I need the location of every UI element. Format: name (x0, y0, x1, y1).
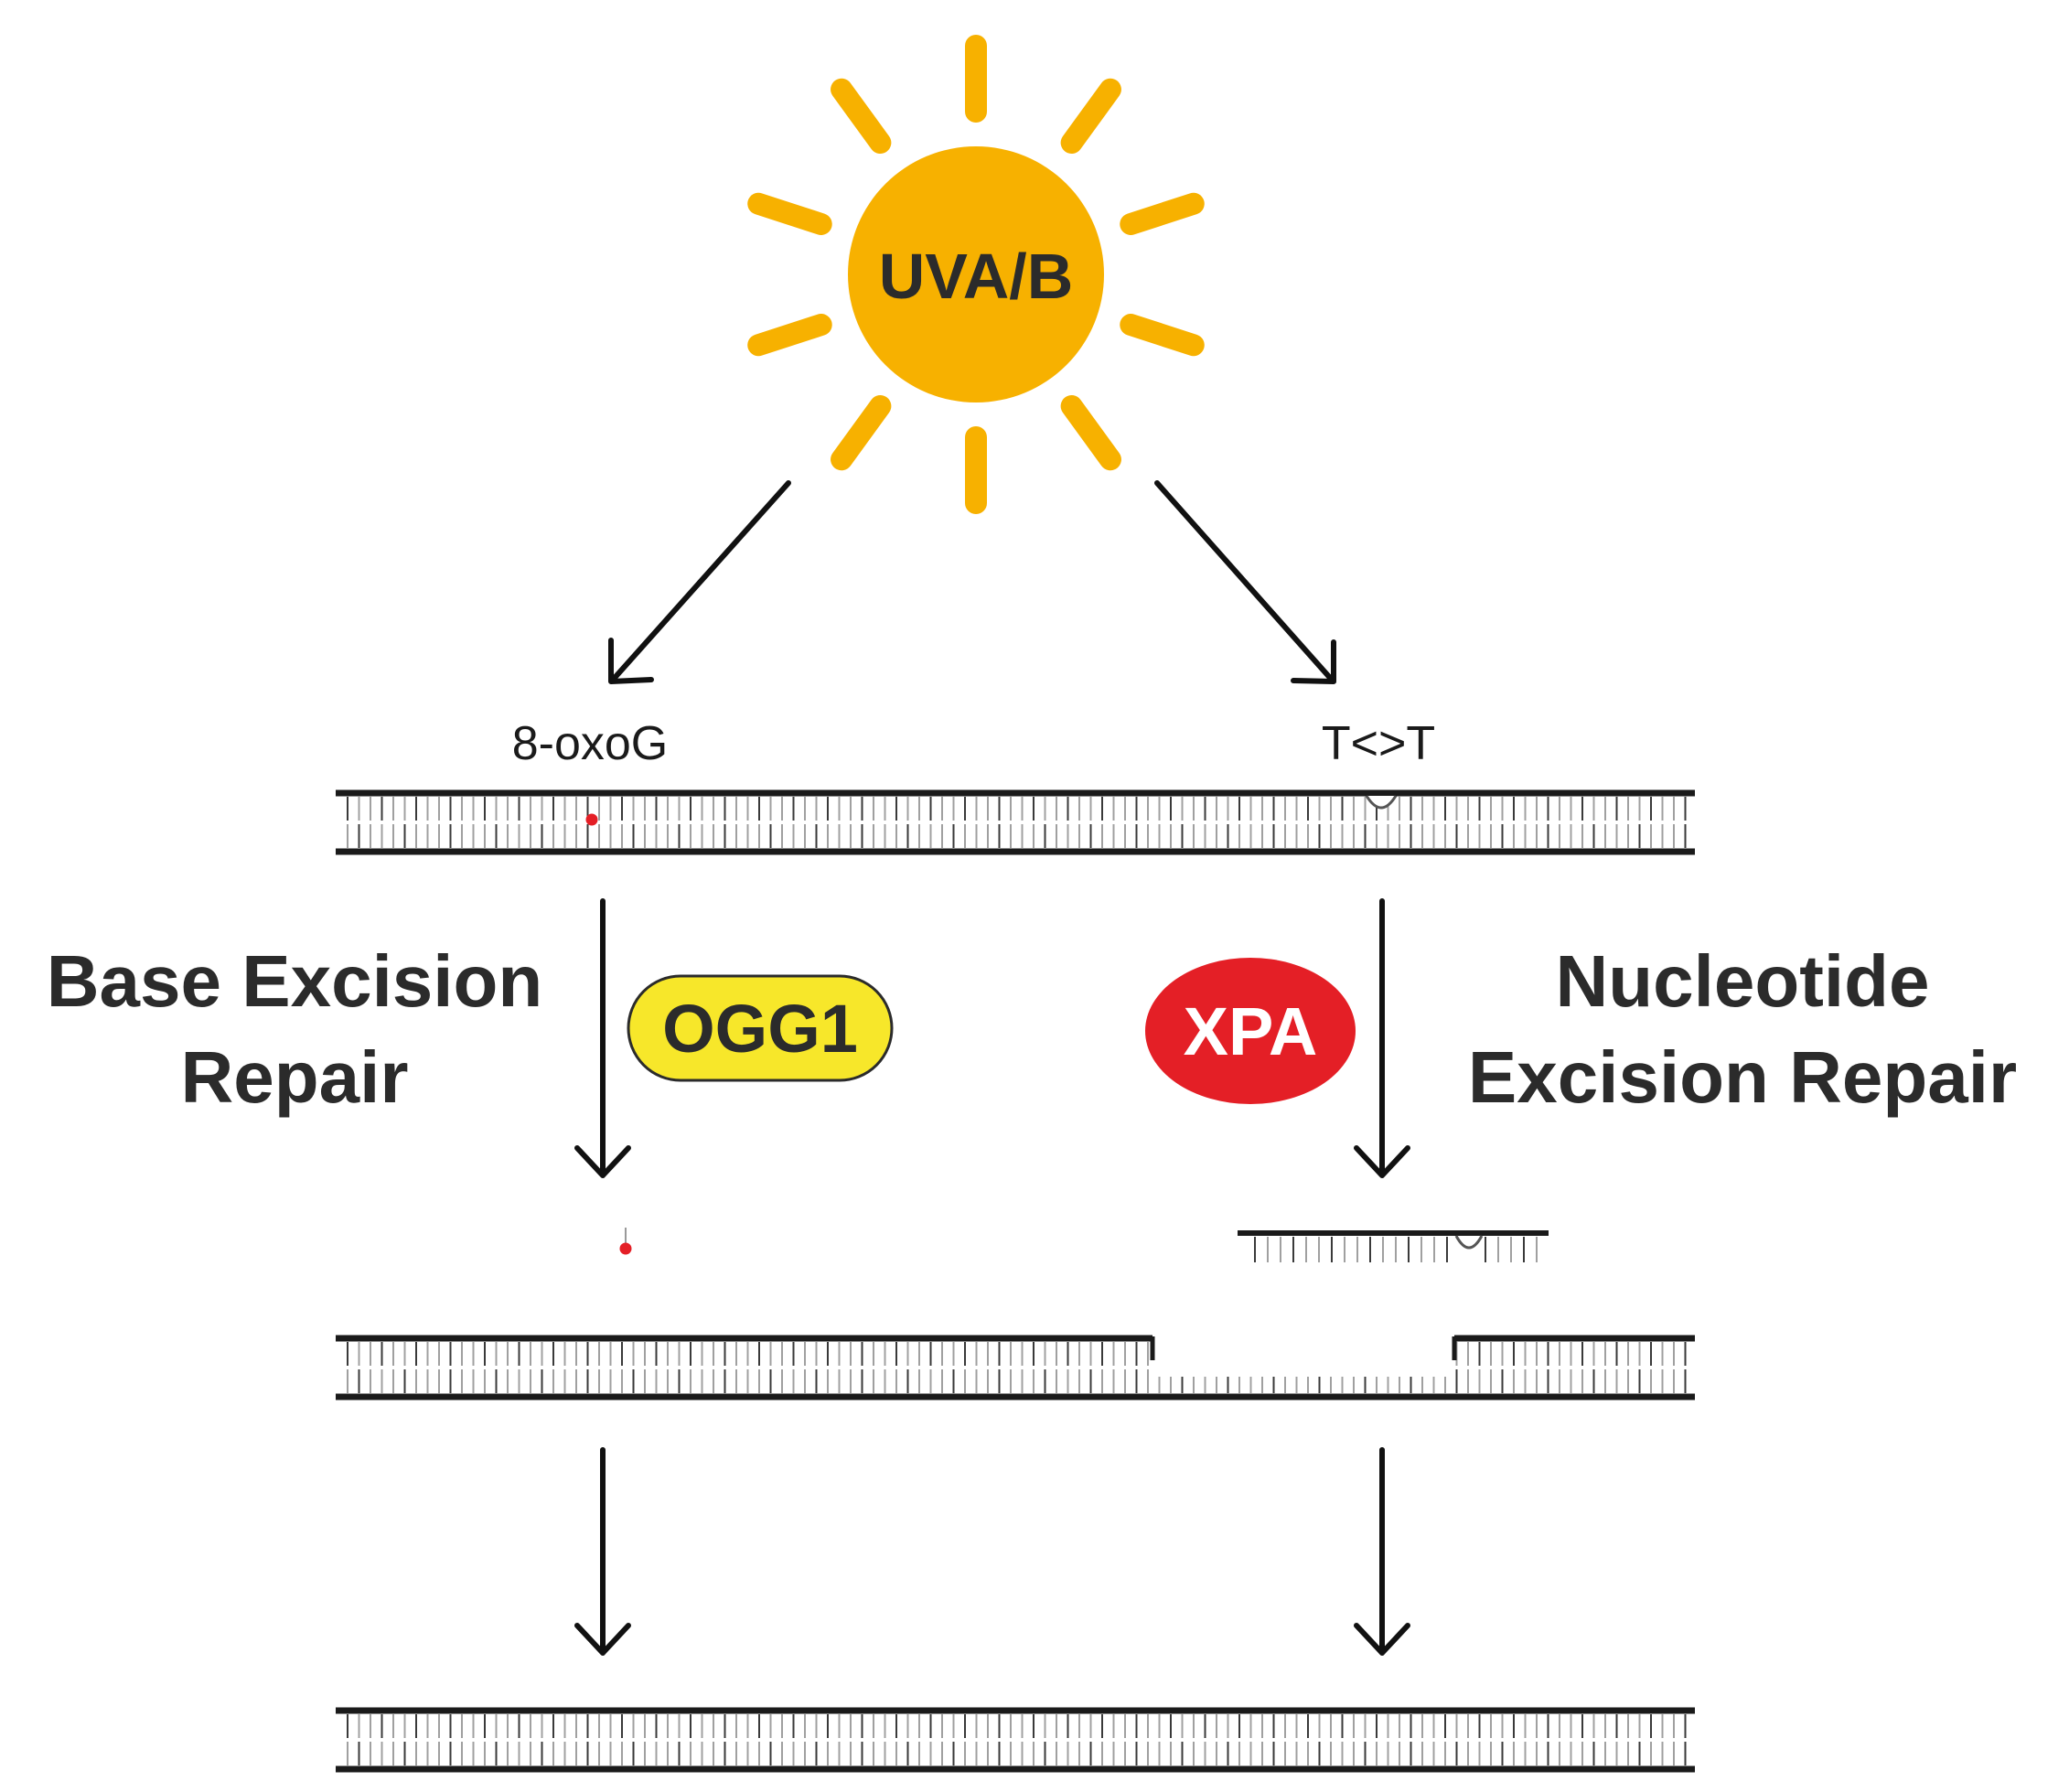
ber-label-line2: Repair (181, 1036, 409, 1118)
sun-ray (747, 192, 832, 235)
arrow-ner-step2 (1354, 1447, 1410, 1656)
sun-label: UVA/B (879, 241, 1074, 312)
arrow-to-thymine-dimer (1154, 480, 1336, 684)
dna-repair-intermediate (336, 1335, 1695, 1400)
ber-label-line1: Base Excision (47, 940, 543, 1022)
excised-8-oxog-base (619, 1228, 632, 1255)
xpa-badge: XPA (1145, 958, 1356, 1104)
sun-ray (1120, 314, 1205, 357)
arrow-ner-step1 (1354, 898, 1410, 1178)
sun-ray (1120, 192, 1205, 235)
arrow-ber-step2 (574, 1447, 631, 1656)
arrow-ber-step1 (574, 898, 631, 1178)
ogg1-label: OGG1 (662, 991, 858, 1067)
arrow-to-8-oxog (608, 480, 791, 684)
ner-label-line2: Excision Repair (1468, 1036, 2017, 1118)
dna-repaired (336, 1707, 1695, 1773)
sun-ray (1060, 395, 1121, 471)
sun-ray (1060, 78, 1121, 154)
sun-disc (848, 146, 1104, 402)
sun-ray (831, 395, 892, 471)
sun-rays (747, 35, 1205, 514)
lesion-label-thymine-dimer: T<>T (1322, 717, 1435, 770)
excised-oligonucleotide (1238, 1230, 1549, 1262)
8-oxog-lesion-marker (585, 813, 598, 826)
sun-ray (831, 78, 892, 154)
xpa-label: XPA (1184, 993, 1318, 1069)
sun-ray (747, 314, 832, 357)
ogg1-badge: OGG1 (627, 974, 894, 1082)
thymine-dimer-marker (1365, 795, 1398, 810)
dna-damaged (336, 789, 1695, 855)
sun-icon: UVA/B (747, 35, 1205, 514)
ner-label-line1: Nucleotide (1556, 940, 1930, 1022)
lesion-label-8-oxog: 8-oxoG (512, 717, 669, 770)
